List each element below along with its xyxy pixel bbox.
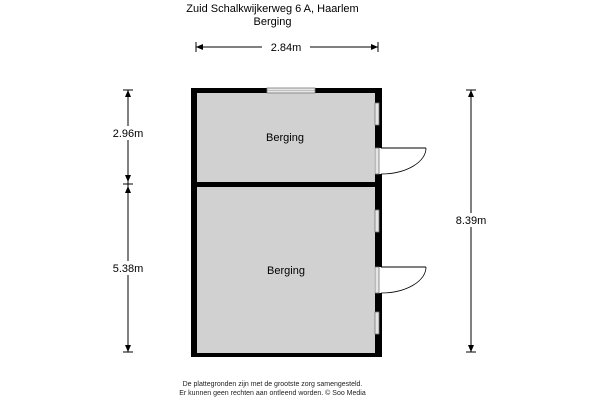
building [191, 88, 382, 357]
upper-height-label: 2.96m [113, 128, 144, 140]
plan-floor-label: Berging [253, 16, 292, 28]
disclaimer-line-1: De plattegronden zijn met de grootste zo… [182, 381, 363, 388]
plan-address: Zuid Schalkwijkerweg 6 A, Haarlem [186, 3, 359, 15]
window-right-2 [374, 209, 380, 233]
total-height-label: 8.39m [456, 215, 487, 227]
left-dimension: 2.96m 5.38m [104, 89, 152, 353]
room-label-upper: Berging [266, 132, 304, 144]
lower-height-label: 5.38m [113, 263, 144, 275]
disclaimer-line-2: Er kunnen geen rechten aan ontleend word… [179, 390, 366, 397]
room-label-lower: Berging [267, 265, 305, 277]
door-upper [374, 147, 427, 175]
room-lower-floor [197, 187, 375, 353]
window-right-1 [374, 102, 380, 126]
width-dimension-label: 2.84m [271, 42, 302, 54]
room-upper-floor [197, 93, 375, 182]
window-right-3 [374, 311, 380, 335]
window-top [266, 87, 316, 94]
width-dimension: 2.84m [195, 40, 379, 54]
door-lower [374, 266, 427, 294]
total-height-dimension: 8.39m [447, 89, 495, 353]
